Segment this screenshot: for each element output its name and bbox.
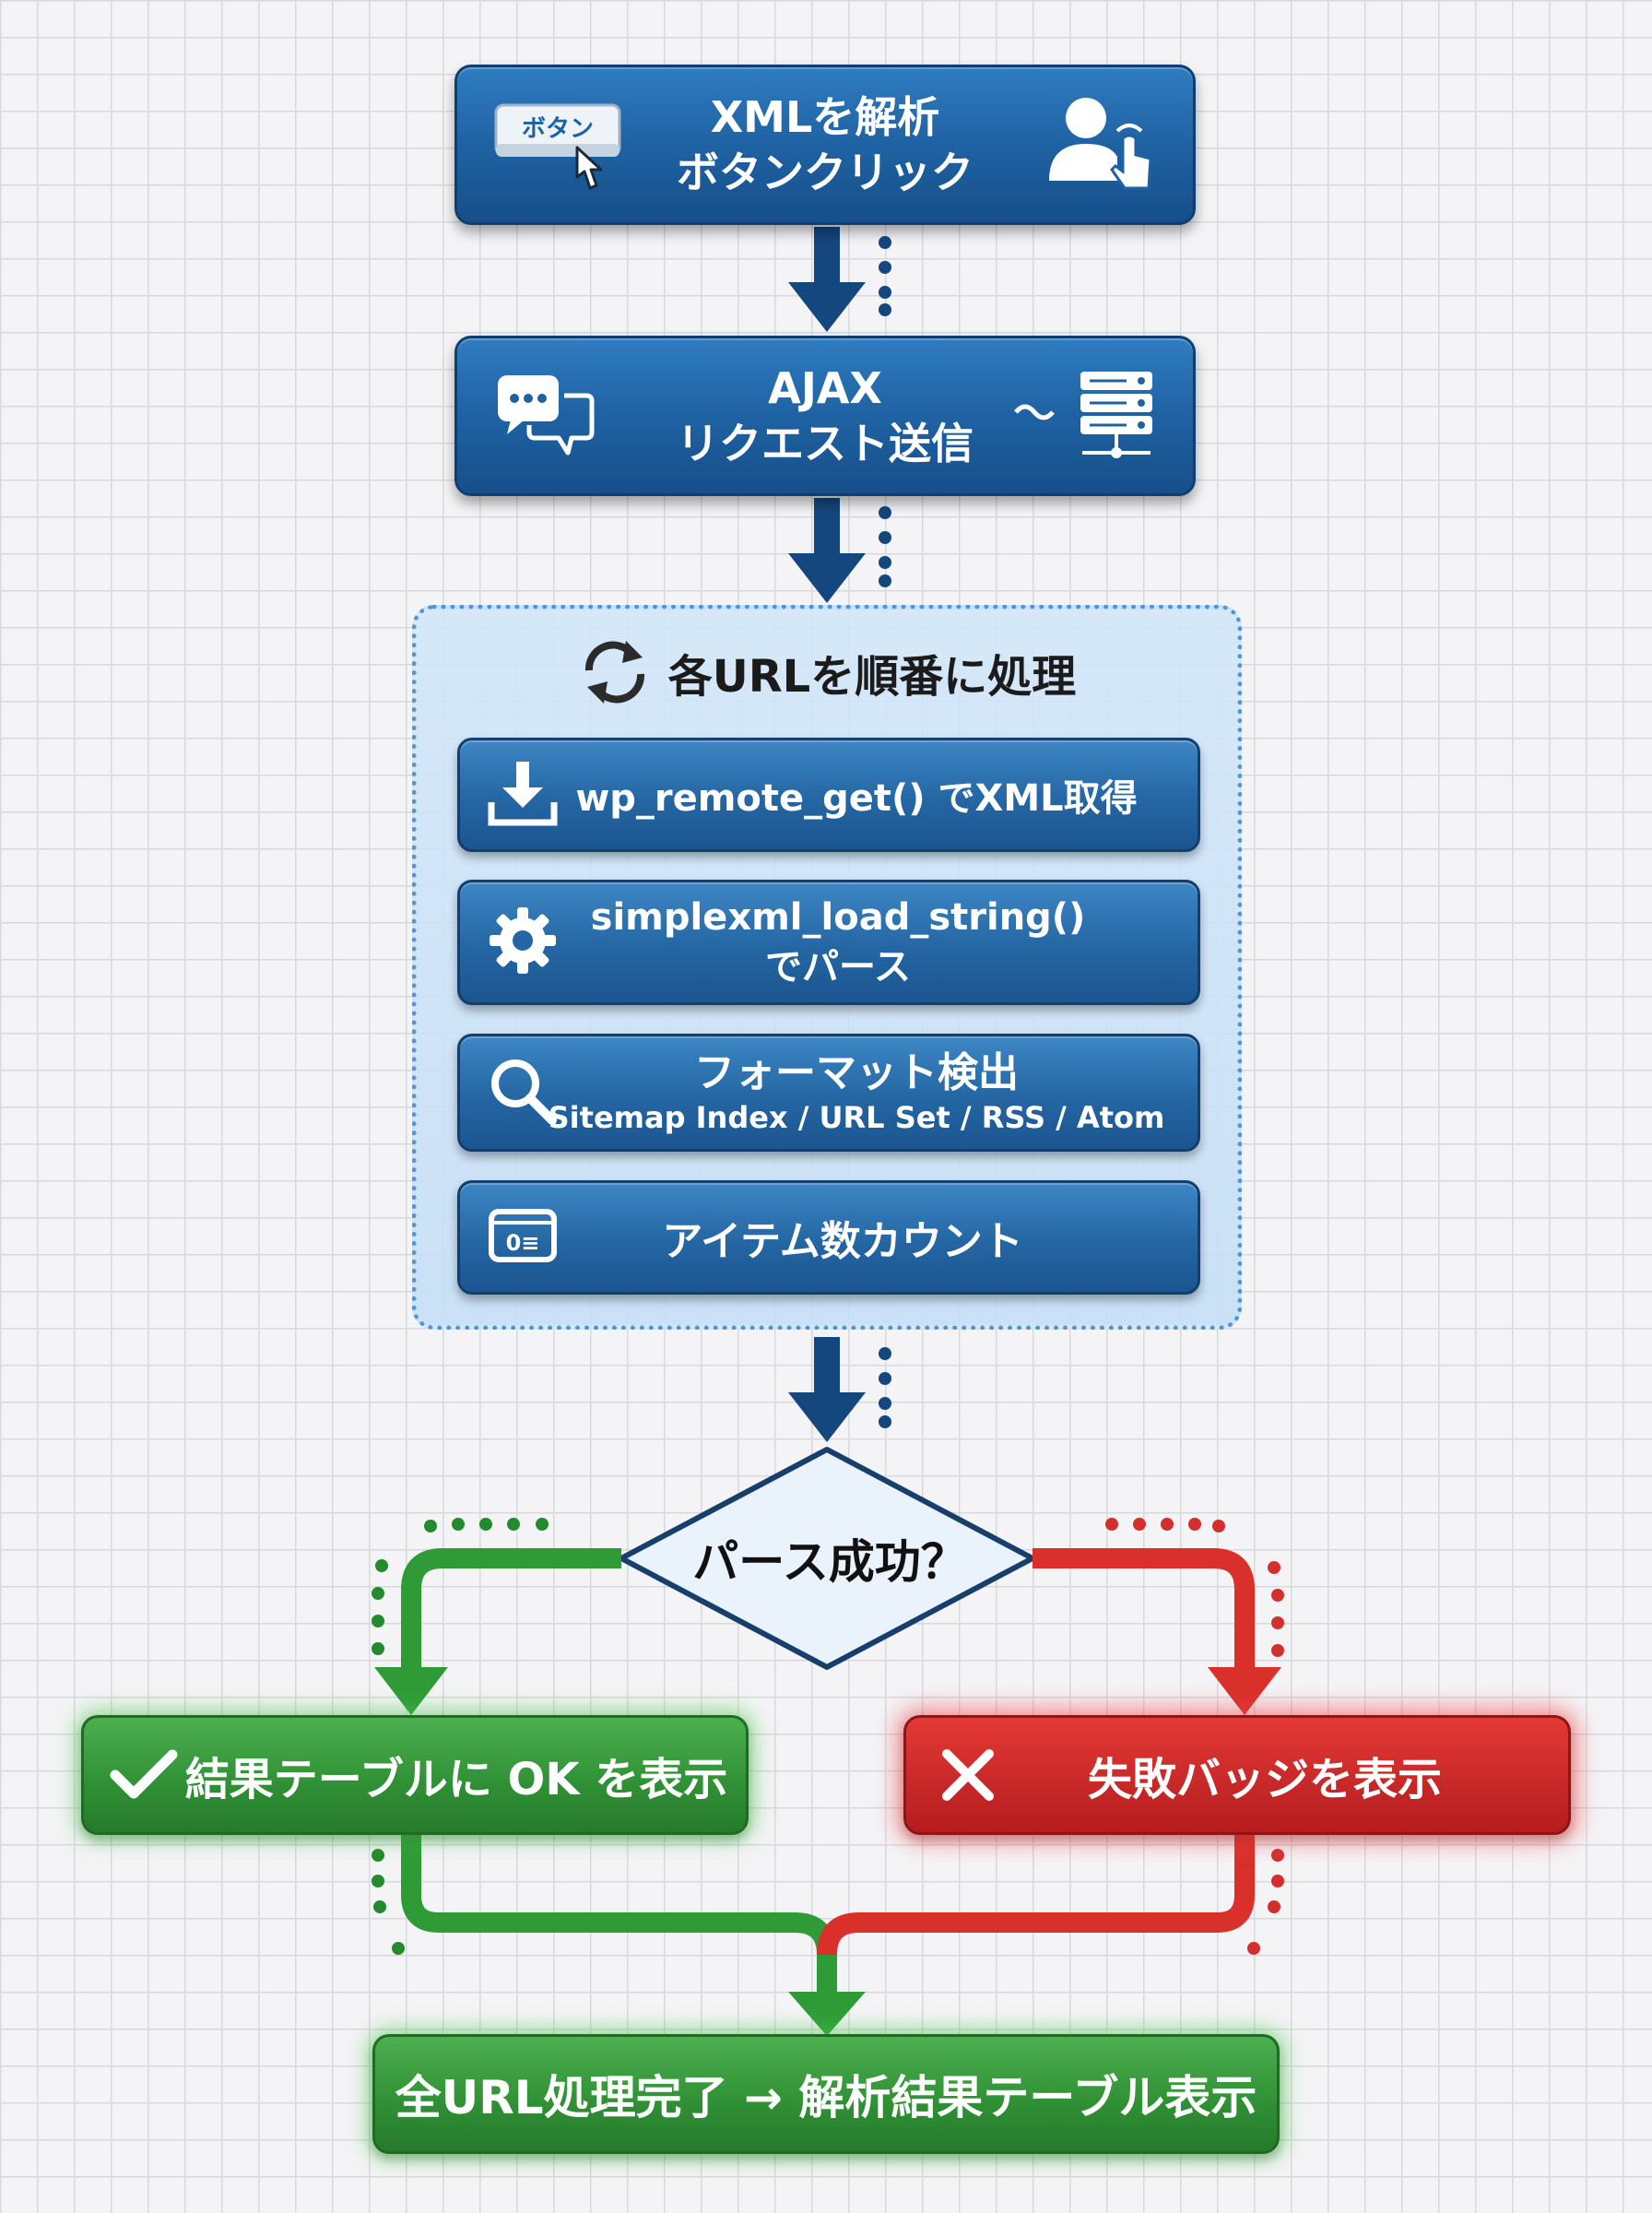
gear-icon	[488, 905, 558, 979]
step-fetch-xml-label: wp_remote_get() でXML取得	[575, 777, 1138, 820]
loop-title-text: 各URLを順番に処理	[667, 651, 1077, 703]
arrow-loop-to-decision	[788, 1337, 866, 1442]
ajax-label: AJAX リクエスト送信	[677, 361, 974, 471]
dotted-line-3	[879, 1347, 891, 1428]
step-detect-format-label: フォーマット検出 Sitemap Index / URL Set / RSS /…	[549, 1048, 1165, 1137]
step-fetch-xml: wp_remote_get() でXML取得	[457, 738, 1200, 852]
merge-lines	[401, 1833, 1255, 2036]
refresh-icon	[584, 641, 644, 704]
failure-dots	[1105, 1518, 1284, 1657]
final-label: 全URL処理完了 → 解析結果テーブル表示	[395, 2071, 1257, 2124]
ajax-line1: AJAX	[768, 363, 882, 413]
arrow-start-to-ajax	[788, 227, 866, 332]
arrow-ajax-to-loop	[788, 498, 866, 603]
step-parse-xml: simplexml_load_string() でパース	[457, 880, 1200, 1005]
success-branch-line	[374, 1548, 621, 1715]
user-touch-icon	[1045, 92, 1156, 197]
failure-branch-line	[1032, 1548, 1281, 1715]
step-detect-format-line1: フォーマット検出	[693, 1049, 1019, 1096]
step-parse-xml-line1: simplexml_load_string()	[590, 896, 1086, 939]
dotted-line-2	[879, 506, 891, 587]
ajax-line2: リクエスト送信	[677, 419, 974, 468]
step-parse-xml-label: simplexml_load_string() でパース	[591, 893, 1086, 992]
step-detect-format: フォーマット検出 Sitemap Index / URL Set / RSS /…	[457, 1034, 1200, 1152]
loop-title: 各URLを順番に処理	[417, 637, 1237, 707]
start-box: ボタン XMLを解析 ボタンクリック	[454, 65, 1196, 225]
counter-icon: 0≡	[488, 1206, 558, 1269]
step-detect-format-line2: Sitemap Index / URL Set / RSS / Atom	[548, 1100, 1165, 1135]
button-click-icon: ボタン	[492, 92, 629, 197]
chat-bubbles-icon	[494, 368, 596, 464]
download-icon	[488, 760, 558, 830]
search-icon	[488, 1056, 558, 1130]
failure-box: 失敗バッジを表示	[903, 1715, 1571, 1835]
step-count-items-label: アイテム数カウント	[662, 1218, 1023, 1265]
check-icon	[110, 1749, 178, 1799]
final-box: 全URL処理完了 → 解析結果テーブル表示	[372, 2034, 1280, 2154]
step-parse-xml-line2: でパース	[765, 946, 911, 988]
step-count-items: 0≡ アイテム数カウント	[457, 1180, 1200, 1295]
start-line1: XMLを解析	[710, 92, 940, 142]
server-icon	[1012, 368, 1160, 464]
close-icon	[942, 1749, 994, 1801]
success-box: 結果テーブルに OK を表示	[81, 1715, 749, 1835]
dotted-line-1	[879, 236, 891, 316]
start-line2: ボタンクリック	[677, 148, 974, 197]
failure-label: 失敗バッジを表示	[1087, 1754, 1442, 1805]
decision-label: パース成功？	[692, 1535, 967, 1589]
loop-container: 各URLを順番に処理 wp_remote_get() でXML取得	[412, 605, 1242, 1330]
ajax-box: AJAX リクエスト送信	[454, 336, 1196, 496]
success-label: 結果テーブルに OK を表示	[184, 1754, 728, 1805]
start-label: XMLを解析 ボタンクリック	[677, 89, 974, 200]
counter-icon-text: 0≡	[506, 1230, 540, 1256]
success-dots	[372, 1518, 549, 1655]
button-icon-label: ボタン	[522, 115, 594, 143]
merge-dots	[372, 1849, 1284, 1955]
